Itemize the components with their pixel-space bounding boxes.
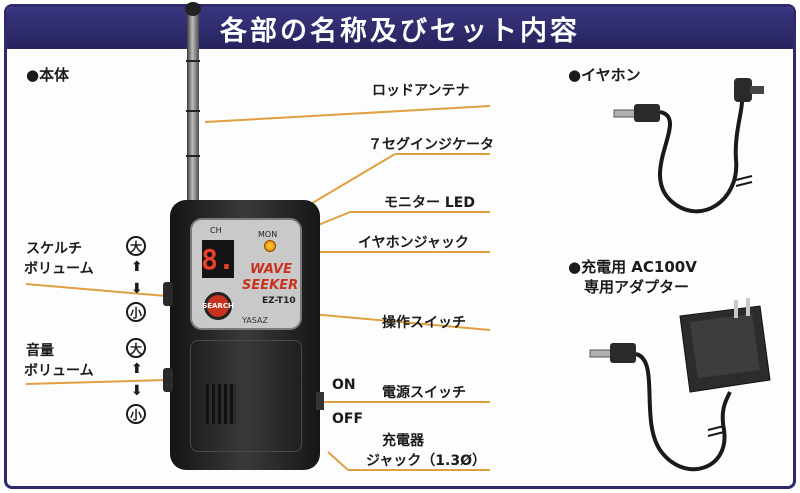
section-main-unit: ●本体 <box>26 66 70 84</box>
label-operation-switch: 操作スイッチ <box>382 315 466 331</box>
label-off: OFF <box>332 411 364 427</box>
volume-small-marker: 小 <box>126 404 146 424</box>
volume-large-marker: 大 <box>126 338 146 358</box>
section-adapter-line1: ●充電用 AC100V <box>568 258 697 276</box>
page-title: 各部の名称及びセット内容 <box>7 7 793 49</box>
label-power-switch: 電源スイッチ <box>382 385 466 401</box>
label-squelch-line1: スケルチ <box>26 241 82 257</box>
squelch-knob <box>163 282 173 306</box>
label-monitor-led: モニター LED <box>384 195 475 211</box>
operation-switch: SEARCH <box>202 292 234 320</box>
down-arrow-icon: ⬇ <box>131 281 143 297</box>
down-arrow-icon: ⬇ <box>131 383 143 399</box>
squelch-large-marker: 大 <box>126 236 146 256</box>
label-charge-jack-line1: 充電器 <box>382 433 424 449</box>
mon-label: MON <box>258 230 278 239</box>
volume-knob <box>163 368 173 392</box>
section-adapter-line2: 専用アダプター <box>584 278 690 296</box>
label-earphone-jack: イヤホンジャック <box>358 235 469 251</box>
antenna-segment <box>186 110 200 112</box>
label-segment-indicator: ７セグインジケータ <box>368 137 494 153</box>
model-number: EZ-T10 <box>262 296 296 306</box>
antenna-segment <box>186 60 200 62</box>
ch-label: CH <box>210 226 222 235</box>
squelch-small-marker: 小 <box>126 302 146 322</box>
label-squelch-line2: ボリューム <box>24 261 94 277</box>
antenna-tip <box>185 2 201 16</box>
label-rod-antenna: ロッドアンテナ <box>372 83 470 99</box>
brand-line1: WAVE <box>250 262 292 277</box>
label-charge-jack-line2: ジャック（1.3Ø） <box>366 453 487 469</box>
power-switch <box>316 392 324 410</box>
maker-logo: YASAZ <box>242 316 268 325</box>
label-volume-line2: ボリューム <box>24 363 94 379</box>
antenna-segment <box>186 155 200 157</box>
brand-line2: SEEKER <box>242 278 299 293</box>
lower-panel <box>190 340 302 452</box>
segment-indicator: 8. <box>201 240 235 278</box>
up-arrow-icon: ⬆ <box>131 259 143 275</box>
label-volume-line1: 音量 <box>26 343 54 359</box>
rod-antenna <box>187 12 199 202</box>
speaker-grille <box>206 384 236 424</box>
monitor-led <box>264 240 276 252</box>
section-earphone: ●イヤホン <box>568 66 641 84</box>
up-arrow-icon: ⬆ <box>131 361 143 377</box>
label-on: ON <box>332 377 356 393</box>
